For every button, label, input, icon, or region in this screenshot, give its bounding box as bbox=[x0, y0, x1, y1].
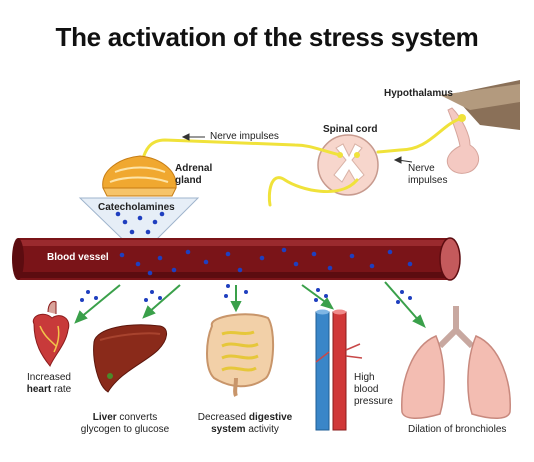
bp-line2: blood bbox=[354, 384, 379, 395]
blood-vessels-pressure-illustration bbox=[315, 309, 363, 431]
nerve-label-arrows bbox=[181, 133, 413, 164]
digestive-effect-bold1: digestive bbox=[248, 412, 293, 423]
vessel-catecholamine-dots bbox=[119, 247, 413, 276]
hypothalamus-label: Hypothalamus bbox=[384, 88, 453, 99]
lungs-effect-label: Dilation of bronchioles bbox=[408, 424, 507, 435]
liver-effect-label: Liver converts glycogen to glucose bbox=[70, 412, 180, 436]
digestive-effect-rest: activity bbox=[245, 424, 279, 435]
heart-effect-line1: Increased bbox=[27, 372, 71, 383]
nerve-impulses-right-label: Nerve impulses bbox=[408, 163, 447, 187]
digestive-effect-bold2: system bbox=[211, 424, 246, 435]
bp-line3: pressure bbox=[354, 396, 393, 407]
catecholamines-label: Catecholamines bbox=[98, 202, 175, 213]
hypothalamus-illustration bbox=[440, 80, 520, 174]
spinal-cord-illustration bbox=[317, 134, 379, 196]
liver-effect-line1: Liver converts bbox=[70, 412, 180, 424]
heart-effect-label: Increased heart rate bbox=[14, 372, 84, 396]
spinal-cord-label: Spinal cord bbox=[323, 124, 378, 135]
adrenal-gland-illustration bbox=[102, 155, 177, 197]
lungs-illustration bbox=[401, 306, 511, 419]
liver-illustration bbox=[93, 324, 167, 393]
digestive-effect-label: Decreased digestive system activity bbox=[190, 412, 300, 436]
blood-vessel bbox=[12, 237, 461, 281]
intestine-illustration bbox=[206, 313, 275, 397]
nerve-pathways bbox=[140, 116, 464, 207]
diagram-title: The activation of the stress system bbox=[55, 22, 479, 52]
digestive-effect-line1: Decreased digestive bbox=[190, 412, 300, 424]
liver-effect-bold: Liver bbox=[92, 412, 117, 423]
blood-vessel-label: Blood vessel bbox=[47, 252, 109, 263]
heart-illustration bbox=[32, 301, 70, 367]
adrenal-line1: Adrenal bbox=[175, 163, 213, 174]
blood-pressure-effect-label: High blood pressure bbox=[354, 372, 393, 408]
bp-line1: High bbox=[354, 372, 375, 383]
heart-effect-bold: heart bbox=[26, 384, 52, 395]
effect-arrows bbox=[74, 281, 426, 329]
released-dots bbox=[80, 284, 412, 304]
nerve-impulses-right-line1: Nerve bbox=[408, 163, 435, 174]
adrenal-line2: gland bbox=[175, 175, 202, 186]
heart-effect-rest: rate bbox=[51, 384, 72, 395]
nerve-impulses-right-line2: impulses bbox=[408, 175, 448, 186]
adrenal-gland-label: Adrenal gland bbox=[175, 163, 212, 187]
liver-effect-line2: glycogen to glucose bbox=[80, 424, 170, 435]
digestive-effect-line2: system activity bbox=[190, 424, 300, 436]
nerve-impulses-top-label: Nerve impulses bbox=[210, 131, 279, 142]
liver-effect-rest: converts bbox=[116, 412, 158, 423]
heart-effect-line2: heart rate bbox=[14, 384, 84, 396]
digestive-effect-pre: Decreased bbox=[197, 412, 249, 423]
